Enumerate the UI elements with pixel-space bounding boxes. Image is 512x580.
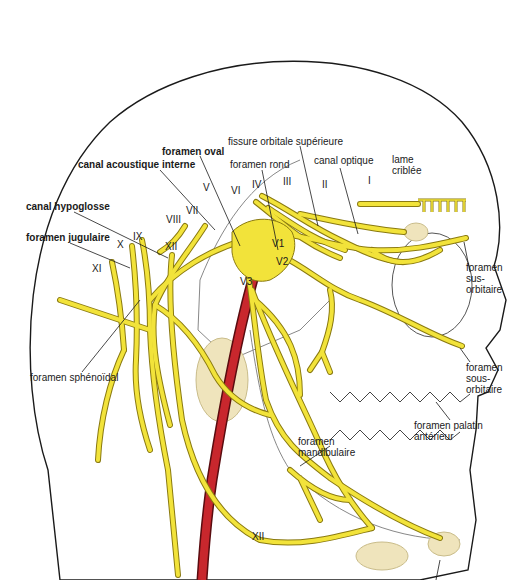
anatomy-label: canal acoustique interne <box>78 159 195 170</box>
eyeball <box>404 223 428 241</box>
anatomy-label: foramen jugulaire <box>26 232 110 243</box>
anatomy-label: V2 <box>276 256 288 267</box>
nerves <box>60 196 466 575</box>
anatomy-label: foramen sphénoïdal <box>30 372 118 383</box>
anatomy-label: fissure orbitale supérieure <box>228 136 343 147</box>
olfactory-bulb <box>418 200 466 212</box>
anatomy-label: VII <box>186 205 198 216</box>
anatomy-label: XII <box>165 241 177 252</box>
anatomy-label: XI <box>92 263 101 274</box>
anatomy-label: foramen mandibulaire <box>298 436 368 458</box>
anatomy-label: IV <box>252 179 261 190</box>
anatomy-label: XII <box>252 531 264 542</box>
anatomy-label: foramen palatin antérieur <box>414 420 512 442</box>
anatomy-label: II <box>322 179 328 190</box>
anatomy-label: V1 <box>272 238 284 249</box>
anatomy-label: IX <box>133 231 142 242</box>
submandibular-gland <box>356 542 408 570</box>
anatomy-label: canal optique <box>314 155 374 166</box>
anatomy-label: foramen sous-orbitaire <box>466 362 512 395</box>
anatomy-label: III <box>283 176 291 187</box>
upper-teeth <box>330 392 470 402</box>
skull-outline <box>30 61 506 580</box>
anatomy-label: VI <box>231 185 240 196</box>
anatomy-label: V3 <box>240 276 252 287</box>
anatomy-label: foramen sus-orbitaire <box>466 262 510 295</box>
anatomy-label: foramen oval <box>162 146 224 157</box>
anatomy-label: X <box>117 239 124 250</box>
anatomy-label: lame criblée <box>392 154 432 176</box>
nerve-outline <box>60 196 466 575</box>
leader-lines <box>70 146 470 580</box>
olfactory-bulb-outline <box>418 200 466 212</box>
anatomy-label: VIII <box>166 214 181 225</box>
anatomy-label: canal hypoglosse <box>26 201 110 212</box>
anatomy-label: I <box>368 175 371 186</box>
anatomy-label: V <box>203 182 210 193</box>
anatomy-label: foramen rond <box>230 159 289 170</box>
trigeminal-ganglion <box>232 219 295 281</box>
